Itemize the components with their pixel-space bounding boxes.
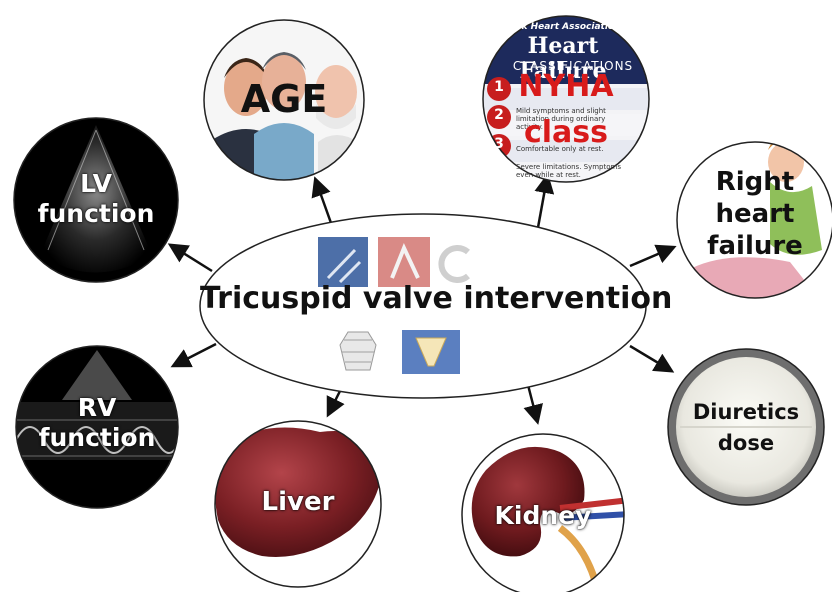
nyha-poster-row-1: Mild symptoms and slight limitation duri…	[516, 107, 606, 131]
diuretics-label-line1: Diuretics	[692, 400, 800, 424]
nyha-poster-subtitle: CLASSIFICATIONS	[512, 59, 634, 73]
node-rv	[15, 345, 179, 509]
arrow-to-nyha	[534, 173, 555, 234]
person-young-face	[224, 60, 268, 116]
annuloplasty-ring-image	[438, 245, 470, 283]
liver-image	[215, 427, 381, 557]
kidney-label: Kidney	[494, 501, 592, 530]
center-title: Tricuspid valve intervention	[200, 281, 673, 316]
clip-repair-device	[390, 242, 420, 279]
person-old-face	[315, 65, 357, 119]
nyha-poster-row-2: Comfortable only at rest.	[516, 145, 604, 153]
node-kidney	[461, 433, 625, 592]
lv-label-line2: function	[37, 199, 155, 228]
clip-device-rods	[326, 248, 362, 284]
node-liver	[214, 420, 382, 588]
center-ellipse	[199, 213, 647, 399]
nyha-num-1-badge	[487, 77, 511, 101]
rhf-label-line2: heart	[715, 199, 795, 229]
nyha-num-1: 1	[494, 79, 504, 95]
patient-shirt	[770, 182, 822, 255]
node-lv	[13, 117, 179, 283]
arrow-to-rhf	[629, 244, 677, 268]
liver-label: Liver	[261, 487, 335, 517]
nyha-num-3: 3	[494, 136, 504, 152]
nyha-poster-title: Heart Failure	[519, 33, 607, 84]
node-diuretics	[667, 348, 825, 506]
nyha-poster-row-3: Severe limitations. Symptoms even while …	[516, 163, 621, 179]
nyha-poster-header-text: York Heart Association	[505, 22, 621, 32]
age-label: AGE	[240, 77, 328, 121]
person-middle-face	[262, 54, 306, 110]
arrow-to-lv	[167, 243, 213, 273]
nyha-label-line2: class	[523, 115, 609, 150]
kidney-image	[471, 446, 585, 557]
arrow-to-kidney	[523, 384, 543, 425]
nyha-num-2: 2	[494, 107, 504, 123]
rv-echo-sector	[62, 350, 132, 400]
arrow-to-rv	[170, 342, 217, 368]
rv-label-line2: function	[38, 423, 156, 452]
nyha-num-2-badge	[487, 105, 511, 129]
arrow-to-age	[311, 176, 333, 224]
stent-valve-image	[339, 331, 377, 371]
node-nyha	[482, 15, 650, 183]
device-images	[318, 237, 470, 374]
lv-label-line1: LV	[80, 169, 112, 198]
diuretics-label-line2: dose	[717, 431, 775, 455]
rhf-label-line1: Right	[715, 167, 795, 197]
lv-echo-sector	[40, 125, 152, 273]
rv-label-line1: RV	[77, 393, 117, 422]
node-right-heart-failure	[676, 141, 832, 299]
nyha-label-line1: NYHA	[518, 69, 614, 104]
arrow-to-diuretics	[629, 344, 675, 373]
rhf-label-line3: failure	[707, 231, 803, 261]
patient-blanket	[690, 257, 820, 298]
